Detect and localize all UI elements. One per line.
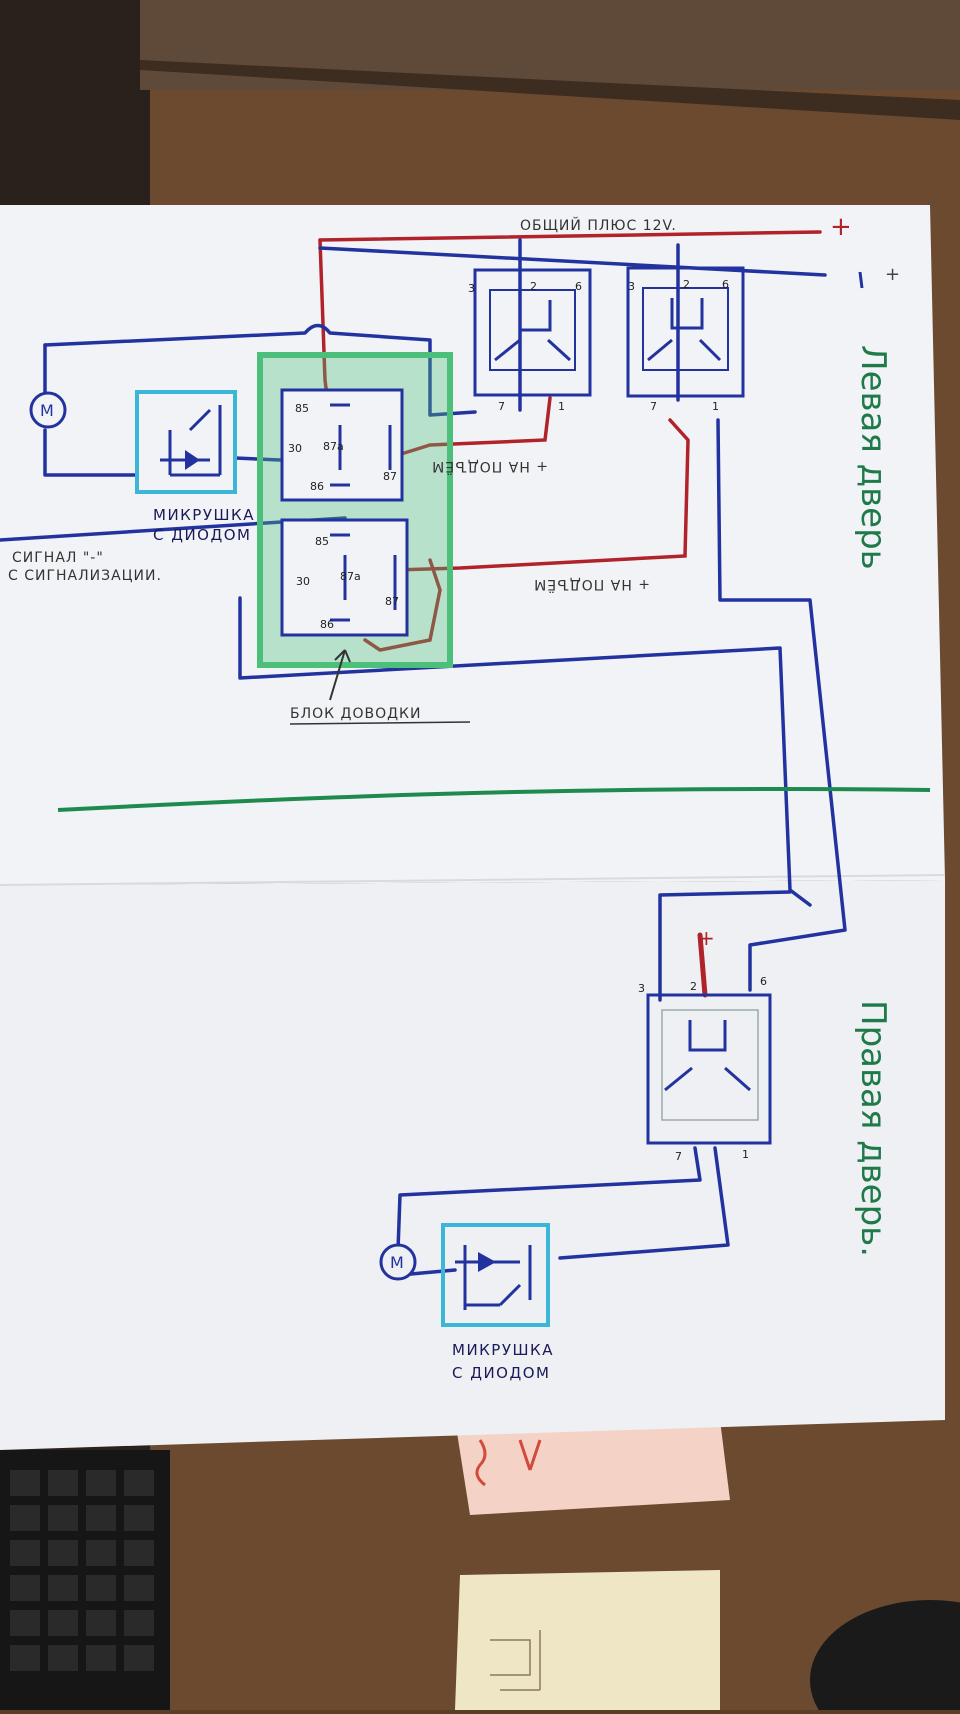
right-switch-pin-1: 1 [742,1148,749,1161]
switch-1-pin-3: 3 [468,282,475,295]
block-label-underline [289,721,471,725]
relay-1-contacts [330,403,392,487]
right-switch-pin-7: 7 [675,1150,682,1163]
paper-sheet-bottom [0,880,945,1450]
right-door-motor-wire [396,1146,702,1252]
diode-bottom-icon [478,1252,496,1272]
right-switch-body [646,993,772,1145]
motor-top: M [29,391,67,429]
switch-2-pin-7: 7 [650,400,657,413]
relay-1-pin-85: 85 [295,402,309,415]
right-switch-pin-3: 3 [638,982,645,995]
right-door-return-wire [558,1146,730,1260]
switch-2-pin-2: 2 [683,278,690,291]
switch-1-pin-6: 6 [575,280,582,293]
feed-label-top: + НА ПОДЪЁМ [431,458,548,476]
motor-bottom: M [379,1243,417,1281]
dark-object [810,1600,960,1714]
relay-2-pin-85: 85 [315,535,329,548]
block-pointer-arrow [329,649,351,701]
right-switch-pin-2: 2 [690,980,697,993]
relay-link-red [363,558,442,652]
diode-top-icon [185,450,200,470]
paper-seam [0,874,946,886]
common-plus-label: ОБЩИЙ ПЛЮС 12V. [520,216,677,234]
right-switch-inner [661,1009,759,1121]
keyboard-keys [10,1470,154,1671]
relay-2-pin-87a: 87a [340,570,361,583]
right-switch-pin-6: 6 [760,975,767,988]
switch-1-pin-7: 7 [498,400,505,413]
switch-2-pin-6: 6 [722,278,729,291]
motor-top-supply-wire [43,323,477,417]
motor-bottom-circle [379,1243,417,1281]
common-blue-wire [318,246,827,277]
left-door-switch-1: 3 2 6 7 1 [468,268,592,413]
microswitch-bottom: МИКРУШКА С ДИОДОМ [441,1223,554,1382]
block-label: БЛОК ДОВОДКИ [290,706,421,722]
door-divider-line [57,787,931,812]
relay-1-pin-86: 86 [310,480,324,493]
motor-bottom-symbol: M [390,1253,404,1272]
board-edge [140,60,960,120]
right-switch-plus: + [698,926,715,950]
yellow-note-sketch [490,1630,541,1691]
switch-2-inner [642,287,729,371]
microswitch-bottom-outline [441,1223,550,1327]
pink-note-scribble [475,1439,542,1487]
relay-to-right-door-wire-a [238,596,812,907]
paper-sheet-top [0,205,945,885]
motor-left-return [43,428,137,477]
microswitch-top: МИКРУШКА С ДИОДОМ [135,390,255,544]
switch-1-body [473,268,592,397]
blue-line-plus-sign: + [885,264,900,285]
microswitch-bottom-line1: МИКРУШКА [452,1341,554,1359]
relay-1-pin-87: 87 [383,470,397,483]
left-door-label: Левая дверь [853,345,893,570]
microswitch-top-outline [135,390,237,494]
relay-block: 85 87a 30 87 86 85 87a 30 87 86 [257,352,453,701]
relay-1-pin-30: 30 [288,442,302,455]
right-door-label: Правая дверь. [853,1000,893,1257]
common-plus-wire [318,230,822,242]
motor-top-circle [29,391,67,429]
switch-1-inner [489,289,576,371]
feed-wire-bottom [393,418,690,572]
right-switch-left-lead [658,890,792,1002]
relay-2-pin-86: 86 [320,618,334,631]
pink-note [455,1420,730,1515]
left-switch-to-right-door-wire [716,418,847,992]
switch-1-pin-2: 2 [530,280,537,293]
switch-2-body [626,266,745,398]
microswitch-bottom-line2: С ДИОДОМ [452,1364,550,1382]
right-switch-plus-wire [697,932,708,998]
left-door-switch-2: 3 2 6 7 1 [626,266,745,413]
relay-1 [280,388,404,502]
switch-1-pin-1: 1 [558,400,565,413]
signal-label-line1: СИГНАЛ "-" [12,550,104,566]
relay-2-pin-87: 87 [385,595,399,608]
right-door-switch: 3 2 6 7 1 + [638,926,772,1163]
blue-line-end-mark [858,271,864,289]
feed-label-bottom: + НА ПОДЪЁМ [533,576,650,594]
relay-2-contacts [330,533,397,622]
relay-2-pin-30: 30 [296,575,310,588]
microswitch-top-line1: МИКРУШКА [153,506,255,524]
common-plus-sign: + [830,212,852,242]
motor-top-symbol: M [40,401,54,420]
microswitch-top-line2: С ДИОДОМ [153,526,251,544]
relay-1-pin-87a: 87a [323,440,344,453]
switch-2-pin-1: 1 [712,400,719,413]
switch-2-pin-3: 3 [628,280,635,293]
signal-label-line2: С СИГНАЛИЗАЦИИ. [8,568,162,584]
feed-wire-top [396,396,552,457]
